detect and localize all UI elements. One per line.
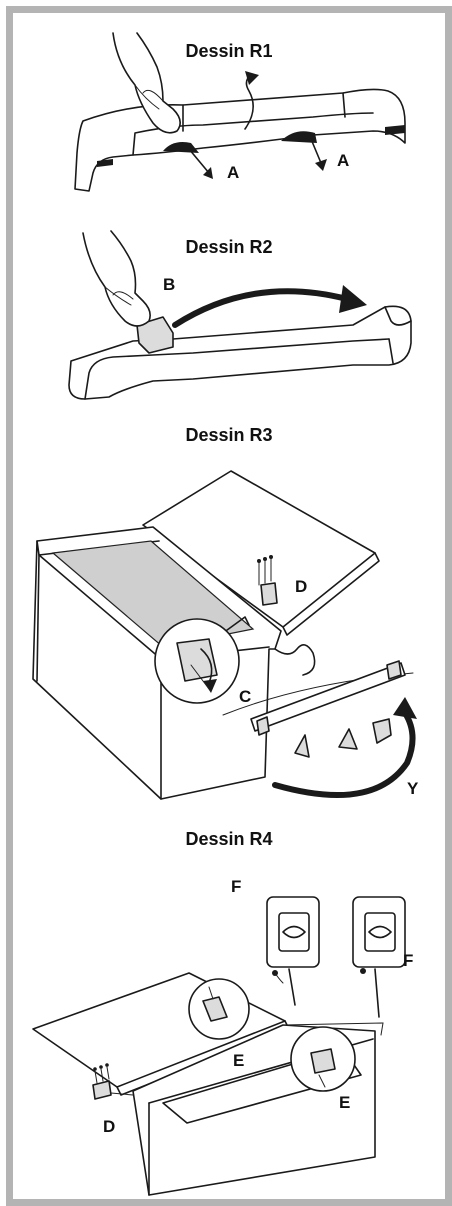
r4-illustration (32, 896, 406, 1196)
label-e-right: E (339, 1093, 351, 1112)
panel-r4: Dessin R4 F F E E D (13, 813, 445, 1199)
label-f-left: F (231, 877, 242, 896)
label-a-left: A (227, 163, 240, 182)
panel-r1: Dessin R1 A A (13, 13, 445, 213)
r3-illustration (32, 470, 417, 800)
r2-illustration (68, 230, 412, 400)
label-f-right: F (403, 951, 414, 970)
panel-r4-title: Dessin R4 (185, 829, 273, 849)
panel-r3: Dessin R3 D C Y (13, 413, 445, 813)
label-y: Y (407, 779, 419, 798)
panel-r2-title: Dessin R2 (185, 237, 273, 257)
label-b: B (163, 275, 176, 294)
label-a-right: A (337, 151, 350, 170)
label-c: C (239, 687, 252, 706)
panel-r1-title: Dessin R1 (185, 41, 273, 61)
label-e-left: E (233, 1051, 245, 1070)
instruction-frame: Dessin R1 A A Dessin R2 B (6, 6, 452, 1206)
label-d-r4: D (103, 1117, 116, 1136)
r1-illustration (74, 32, 406, 192)
panel-r3-title: Dessin R3 (185, 425, 273, 445)
label-d: D (295, 577, 308, 596)
panel-r2: Dessin R2 B (13, 213, 445, 413)
